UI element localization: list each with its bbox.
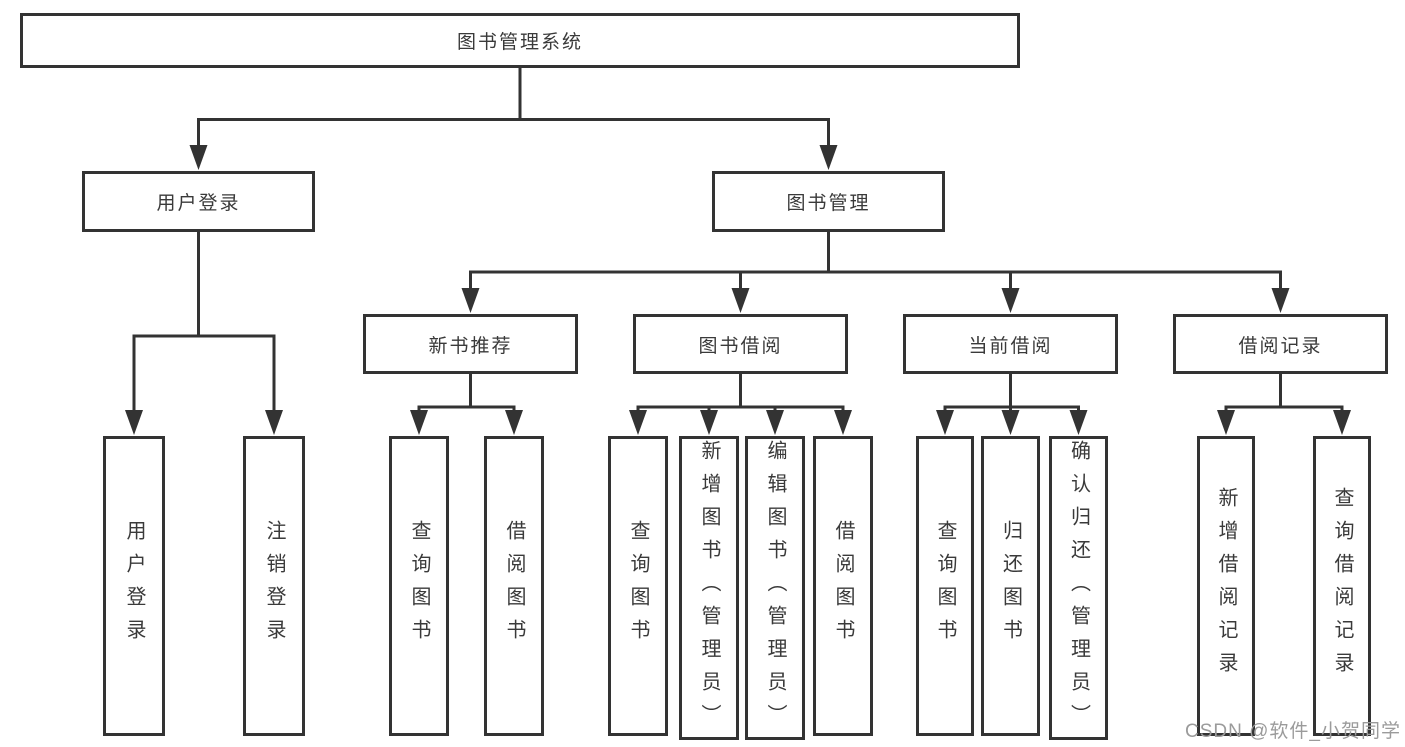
node-label: 用户登录 [123, 520, 145, 652]
node-leaf-query-books-current: 查询图书 [916, 436, 974, 736]
node-new-book-recommendation: 新书推荐 [363, 314, 578, 374]
node-label: 归还图书 [999, 520, 1022, 652]
node-label: 查询借阅记录 [1331, 487, 1353, 685]
node-label: 用户登录 [156, 193, 241, 214]
node-label: 图书管理 [786, 193, 871, 214]
node-leaf-borrow-books-recommend: 借阅图书 [484, 436, 544, 736]
node-leaf-borrow-books: 借阅图书 [813, 436, 873, 736]
node-leaf-return-books: 归还图书 [981, 436, 1040, 736]
node-leaf-user-login: 用户登录 [103, 436, 165, 736]
node-label: 当前借阅 [968, 335, 1053, 357]
node-label: 图书管理系统 [456, 32, 583, 53]
node-label: 查询图书 [408, 520, 430, 652]
node-label: 借阅图书 [832, 520, 854, 652]
node-leaf-query-books-borrow: 查询图书 [608, 436, 668, 736]
node-current-borrowing: 当前借阅 [903, 314, 1118, 374]
node-label: 确认归还（管理员） [1067, 439, 1090, 737]
node-leaf-query-books-recommend: 查询图书 [389, 436, 449, 736]
node-leaf-edit-books-admin: 编辑图书（管理员） [745, 436, 805, 740]
node-library-management-system: 图书管理系统 [20, 13, 1020, 68]
node-label: 图书借阅 [698, 335, 783, 357]
node-leaf-add-books-admin: 新增图书（管理员） [679, 436, 739, 740]
node-label: 新书推荐 [428, 335, 513, 357]
node-user-login: 用户登录 [82, 171, 315, 232]
node-label: 查询图书 [934, 520, 956, 652]
arrowhead-icons [125, 145, 1351, 435]
node-borrowing-records: 借阅记录 [1173, 314, 1388, 374]
node-book-management: 图书管理 [712, 171, 945, 232]
node-label: 借阅记录 [1238, 335, 1323, 357]
node-label: 新增图书（管理员） [698, 439, 720, 737]
node-book-borrowing: 图书借阅 [633, 314, 848, 374]
node-leaf-logout: 注销登录 [243, 436, 305, 736]
node-label: 新增借阅记录 [1215, 487, 1237, 685]
node-label: 查询图书 [627, 520, 649, 652]
node-leaf-confirm-return-admin: 确认归还（管理员） [1049, 436, 1108, 740]
node-label: 借阅图书 [503, 520, 525, 652]
node-label: 编辑图书（管理员） [764, 439, 786, 737]
csdn-watermark: CSDN @软件_小贺同学 [1185, 721, 1401, 742]
node-leaf-query-borrow-record: 查询借阅记录 [1313, 436, 1371, 736]
node-leaf-add-borrow-record: 新增借阅记录 [1197, 436, 1255, 736]
node-label: 注销登录 [263, 520, 285, 652]
